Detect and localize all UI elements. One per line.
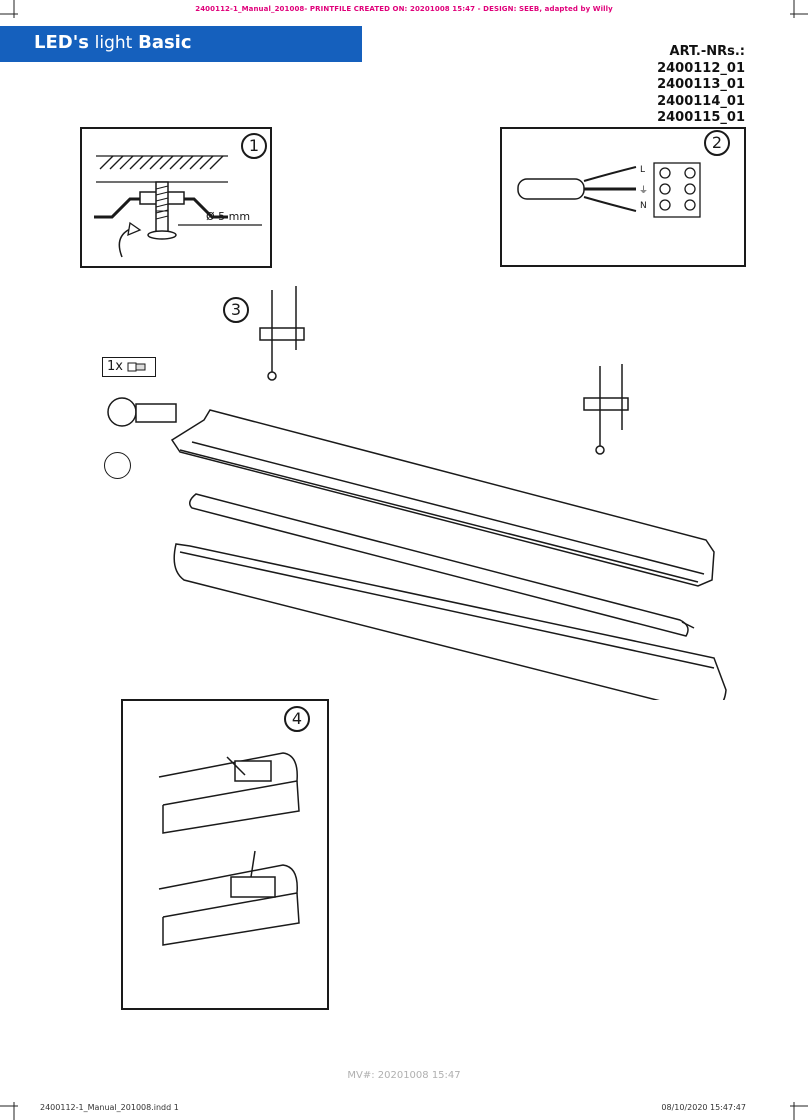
- article-numbers: ART.-NRs.: 2400112_01 2400113_01 2400114…: [657, 44, 745, 127]
- cable-gland-icon: [127, 362, 146, 371]
- print-slug: 2400112-1_Manual_201008- PRINTFILE CREAT…: [195, 5, 613, 13]
- footer-datetime: 08/10/2020 15:47:47: [661, 1103, 746, 1112]
- article-numbers-label: ART.-NRs.:: [669, 44, 745, 59]
- drill-diameter-label: Ø 5 mm: [206, 210, 251, 223]
- brand-title: LED's light Basic: [34, 32, 192, 53]
- article-number: 2400112_01: [657, 60, 745, 76]
- terminal-label-n: N: [640, 201, 647, 211]
- wiring-illustration: [517, 162, 701, 218]
- ceiling-drilling-illustration: [94, 155, 262, 258]
- footer-file: 2400112-1_Manual_201008.indd 1: [40, 1103, 179, 1112]
- article-number: 2400114_01: [657, 93, 745, 109]
- accessory-quantity-text: 1x: [107, 359, 123, 374]
- step-2-number: 2: [704, 130, 730, 156]
- step-2-panel: L ⏚ N: [500, 127, 746, 267]
- terminal-label-earth: ⏚: [639, 186, 649, 196]
- empty-step-circle: [104, 452, 131, 479]
- article-number: 2400115_01: [657, 110, 745, 125]
- step-4-number: 4: [284, 706, 310, 732]
- luminaire-exploded-illustration: [107, 286, 727, 700]
- brand-banner: LED's light Basic: [0, 26, 362, 62]
- brand-title-part2: light: [94, 33, 133, 53]
- article-number: 2400113_01: [657, 77, 745, 92]
- mv-stamp: MV#: 20201008 15:47: [347, 1070, 461, 1081]
- diffuser-clip-illustration: [158, 752, 300, 946]
- step-4-panel: [121, 699, 329, 1010]
- step-1-number: 1: [241, 133, 267, 159]
- accessory-quantity: 1x: [102, 357, 156, 377]
- terminal-label-l: L: [640, 165, 646, 175]
- step-3-number: 3: [223, 297, 249, 323]
- brand-title-part1: LED's: [34, 32, 89, 53]
- brand-title-part3: Basic: [138, 32, 192, 53]
- step-1-panel: Ø 5 mm: [80, 127, 272, 268]
